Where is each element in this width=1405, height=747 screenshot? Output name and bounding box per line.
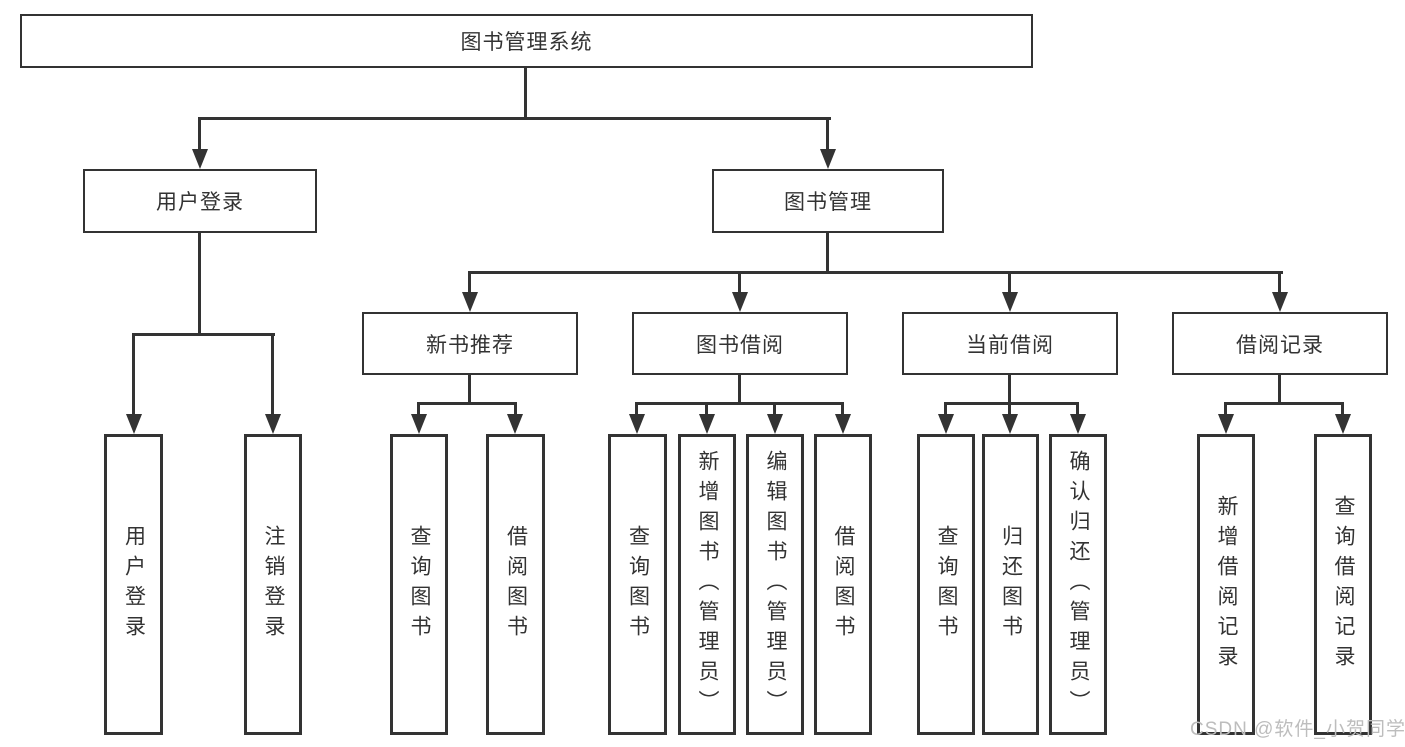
leaf-label: 用户登录: [122, 524, 146, 645]
leaf-return-book: 归还图书: [982, 434, 1039, 735]
arrow-down-icon: [938, 414, 954, 434]
leaf-label: 查询图书: [408, 524, 431, 645]
connector-line: [417, 402, 517, 405]
connector-line: [773, 402, 776, 416]
arrow-down-icon: [1002, 292, 1018, 312]
leaf-add-book-admin: 新增图书（管理员）: [678, 434, 736, 735]
arrow-down-icon: [126, 414, 142, 434]
connector-line: [826, 233, 829, 274]
arrow-down-icon: [1272, 292, 1288, 312]
csdn-watermark: CSDN @软件_小贺同学: [1190, 719, 1405, 740]
leaf-label: 查询借阅记录: [1332, 494, 1355, 675]
leaf-user-login: 用户登录: [104, 434, 163, 735]
connector-line: [841, 402, 844, 416]
connector-line: [468, 271, 1283, 274]
leaf-add-borrow-record: 新增借阅记录: [1197, 434, 1255, 735]
arrow-down-icon: [732, 292, 748, 312]
connector-line: [738, 271, 741, 294]
arrow-down-icon: [1070, 414, 1086, 434]
leaf-label: 查询图书: [935, 524, 958, 645]
connector-line: [1224, 402, 1227, 416]
leaf-label: 注销登录: [262, 524, 285, 645]
arrow-down-icon: [767, 414, 783, 434]
leaf-label: 归还图书: [999, 524, 1023, 645]
connector-line: [1008, 375, 1011, 405]
node-book-management: 图书管理: [712, 169, 944, 233]
leaf-borrow-books: 借阅图书: [814, 434, 872, 735]
arrow-down-icon: [1218, 414, 1234, 434]
connector-line: [944, 402, 947, 416]
connector-line: [738, 375, 741, 405]
arrow-down-icon: [629, 414, 645, 434]
leaf-query-books-recommend: 查询图书: [390, 434, 448, 735]
node-new-book-recommend: 新书推荐: [362, 312, 578, 375]
leaf-confirm-return-admin: 确认归还（管理员）: [1049, 434, 1107, 735]
connector-line: [1008, 271, 1011, 294]
connector-line: [468, 375, 471, 405]
leaf-logout: 注销登录: [244, 434, 302, 735]
connector-line: [524, 68, 527, 119]
connector-line: [514, 402, 517, 416]
leaf-label: 确认归还（管理员）: [1067, 449, 1090, 720]
connector-line: [417, 402, 420, 416]
connector-line: [468, 271, 471, 294]
connector-line: [271, 333, 274, 416]
leaf-label: 编辑图书（管理员）: [764, 449, 787, 720]
leaf-label: 借阅图书: [504, 524, 528, 645]
leaf-label: 新增借阅记录: [1215, 494, 1238, 675]
connector-line: [1278, 375, 1281, 405]
connector-line: [198, 117, 831, 120]
arrow-down-icon: [699, 414, 715, 434]
leaf-label: 查询图书: [626, 524, 650, 645]
node-borrow-records: 借阅记录: [1172, 312, 1388, 375]
arrow-down-icon: [192, 149, 208, 169]
connector-line: [635, 402, 638, 416]
leaf-label: 新增图书（管理员）: [696, 449, 719, 720]
connector-line: [132, 333, 135, 416]
arrow-down-icon: [462, 292, 478, 312]
node-library-management-system: 图书管理系统: [20, 14, 1033, 68]
connector-line: [1008, 402, 1011, 416]
connector-line: [705, 402, 708, 416]
arrow-down-icon: [1335, 414, 1351, 434]
arrow-down-icon: [265, 414, 281, 434]
arrow-down-icon: [411, 414, 427, 434]
arrow-down-icon: [1002, 414, 1018, 434]
leaf-query-borrow-record: 查询借阅记录: [1314, 434, 1372, 735]
connector-line: [944, 402, 1079, 405]
connector-line: [132, 333, 275, 336]
connector-line: [1076, 402, 1079, 416]
arrow-down-icon: [507, 414, 523, 434]
connector-line: [635, 402, 844, 405]
leaf-query-books-current: 查询图书: [917, 434, 975, 735]
arrow-down-icon: [820, 149, 836, 169]
node-book-borrow: 图书借阅: [632, 312, 848, 375]
connector-line: [198, 233, 201, 336]
node-current-borrow: 当前借阅: [902, 312, 1118, 375]
leaf-label: 借阅图书: [832, 524, 855, 645]
connector-line: [1341, 402, 1344, 416]
connector-line: [198, 117, 201, 151]
leaf-edit-book-admin: 编辑图书（管理员）: [746, 434, 804, 735]
connector-line: [1224, 402, 1344, 405]
leaf-borrow-books-recommend: 借阅图书: [486, 434, 545, 735]
node-user-login: 用户登录: [83, 169, 317, 233]
connector-line: [1278, 271, 1281, 294]
leaf-query-books-borrow: 查询图书: [608, 434, 667, 735]
arrow-down-icon: [835, 414, 851, 434]
connector-line: [826, 117, 829, 151]
